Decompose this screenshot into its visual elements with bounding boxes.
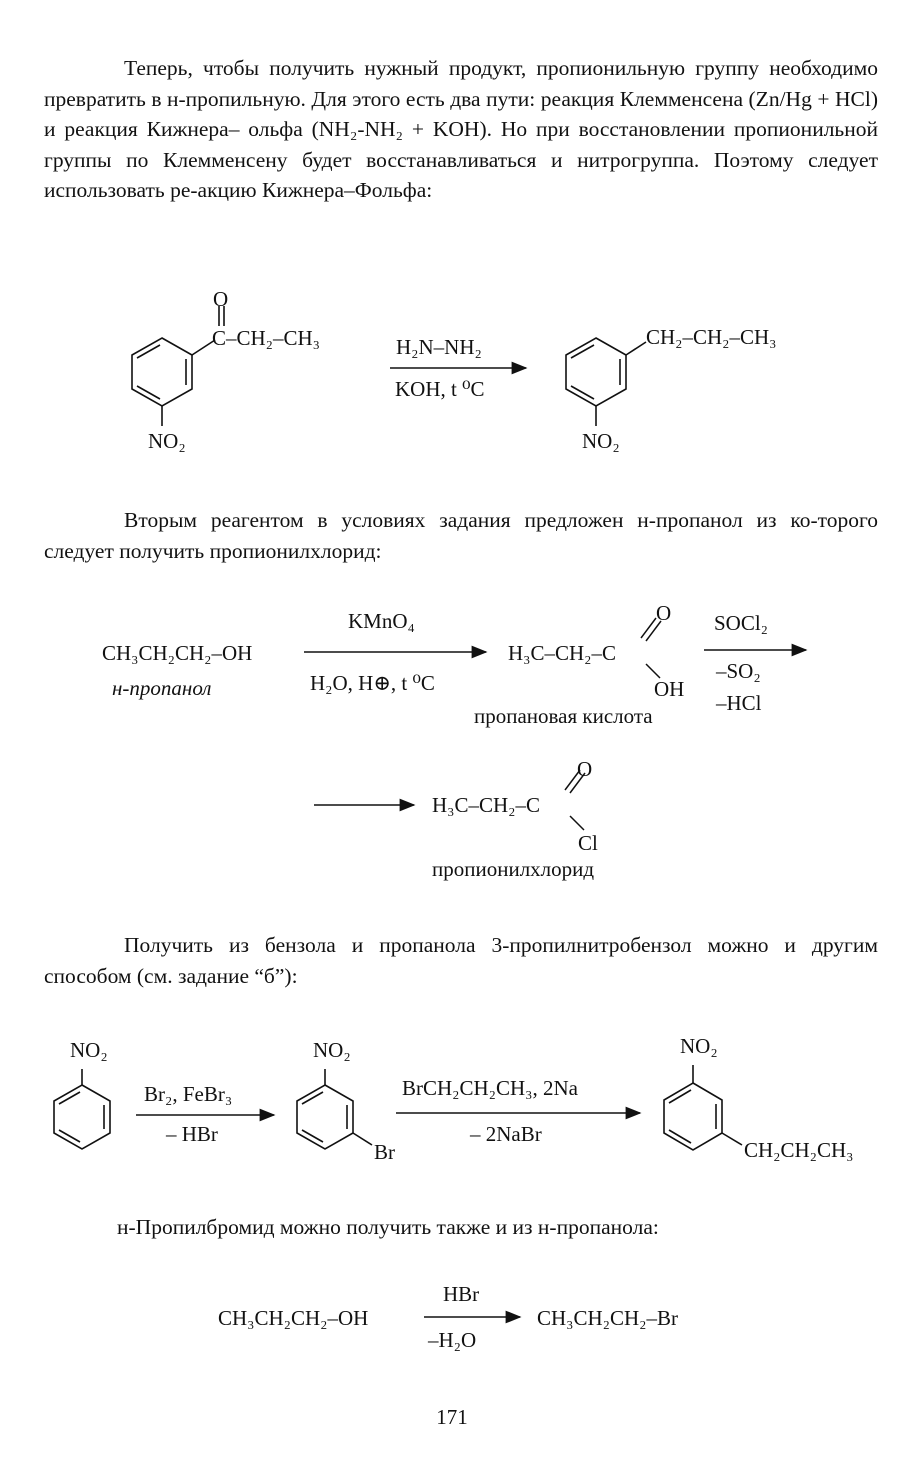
page-number: 171 (436, 1405, 468, 1429)
paragraph-4-text: н-Пропилбромид можно получить также и из… (117, 1215, 659, 1239)
propylnitrobenzene-nitro: NO₂ (680, 1034, 718, 1058)
chloride-name: пропионилхлорид (432, 857, 594, 881)
chloride-chain: H₃C–CH₂–C (432, 793, 540, 817)
paragraph-2: Вторым реагентом в условиях задания пред… (44, 505, 878, 566)
nitrobenzene-nitro: NO₂ (70, 1038, 108, 1062)
reagent-minus-hcl: –HCl (715, 691, 762, 715)
reagent-minus-nabr: – 2NaBr (469, 1122, 542, 1146)
acid-oh: OH (654, 677, 684, 701)
scheme-nitrobenzene-route: NO₂ Br₂, FeBr₃ – HBr NO₂ Br BrCH₂CH₂CH₃,… (53, 1034, 853, 1164)
reagent-hydrazine: H₂N–NH₂ (396, 335, 482, 359)
reagent-koh-heat: KOH, t ⁰C (395, 377, 485, 401)
paragraph-1-text: Теперь, чтобы получить нужный продукт, п… (44, 56, 878, 202)
acid-name: пропановая кислота (474, 704, 653, 728)
reagent-kmno4: KMnO₄ (348, 609, 415, 633)
paragraph-2-text: Вторым реагентом в условиях задания пред… (44, 508, 878, 563)
scheme-propionyl-chloride: CH₃CH₂CH₂–OH н-пропанол KMnO₄ H₂O, H⊕, t… (102, 601, 808, 881)
reactant-nitro-group: NO₂ (148, 429, 186, 453)
reactant-propionyl-chain: C–CH₂–CH₃ (212, 326, 320, 350)
propanol-formula: CH₃CH₂CH₂–OH (102, 641, 252, 665)
reagent-minus-hbr: – HBr (165, 1122, 218, 1146)
reagent-minus-so2: –SO₂ (715, 659, 761, 683)
reactant-propanol: CH₃CH₂CH₂–OH (218, 1306, 368, 1330)
chloride-o: O (577, 757, 592, 781)
reactant-carbonyl-o: O (213, 287, 228, 311)
reagent-acid-heat: H₂O, H⊕, t ⁰C (310, 671, 435, 695)
product-propyl-chain: CH₂–CH₂–CH₃ (646, 325, 776, 349)
chloride-carbonyl-bonds (564, 769, 586, 831)
reagent-socl2: SOCl₂ (714, 611, 768, 635)
chloride-cl: Cl (578, 831, 598, 855)
paragraph-1: Теперь, чтобы получить нужный продукт, п… (44, 53, 878, 206)
propanol-name: н-пропанол (112, 676, 211, 700)
reagent-hbr: HBr (443, 1282, 479, 1306)
reagent-minus-water: –H₂O (427, 1328, 476, 1352)
paragraph-4: н-Пропилбромид можно получить также и из… (44, 1212, 878, 1243)
scheme-wolff-kishner: O C–CH₂–CH₃ NO₂ H₂N–NH₂ KOH, t ⁰C CH₂–CH… (131, 287, 776, 453)
acid-o: O (656, 601, 671, 625)
reactant-benzene-ring (131, 306, 225, 426)
paragraph-3-text: Получить из бензола и пропанола 3-пропил… (44, 933, 878, 988)
propylnitrobenzene-ring (663, 1065, 743, 1151)
bromonitrobenzene-ring (296, 1069, 373, 1150)
bromonitrobenzene-nitro: NO₂ (313, 1038, 351, 1062)
bromine-substituent: Br (374, 1140, 395, 1164)
reagent-bromine: Br₂, FeBr₃ (144, 1082, 232, 1106)
propyl-substituent: CH₂CH₂CH₃ (744, 1138, 853, 1162)
acid-carbonyl-bonds (640, 617, 662, 679)
nitrobenzene-ring (53, 1069, 111, 1150)
scheme-propyl-bromide: CH₃CH₂CH₂–OH HBr –H₂O CH₃CH₂CH₂–Br (218, 1282, 678, 1352)
product-benzene-ring (565, 337, 647, 426)
product-propyl-bromide: CH₃CH₂CH₂–Br (537, 1306, 678, 1330)
acid-chain: H₃C–CH₂–C (508, 641, 616, 665)
reagent-wurtz: BrCH₂CH₂CH₃, 2Na (402, 1076, 579, 1100)
product-nitro-group: NO₂ (582, 429, 620, 453)
paragraph-3: Получить из бензола и пропанола 3-пропил… (44, 930, 878, 991)
